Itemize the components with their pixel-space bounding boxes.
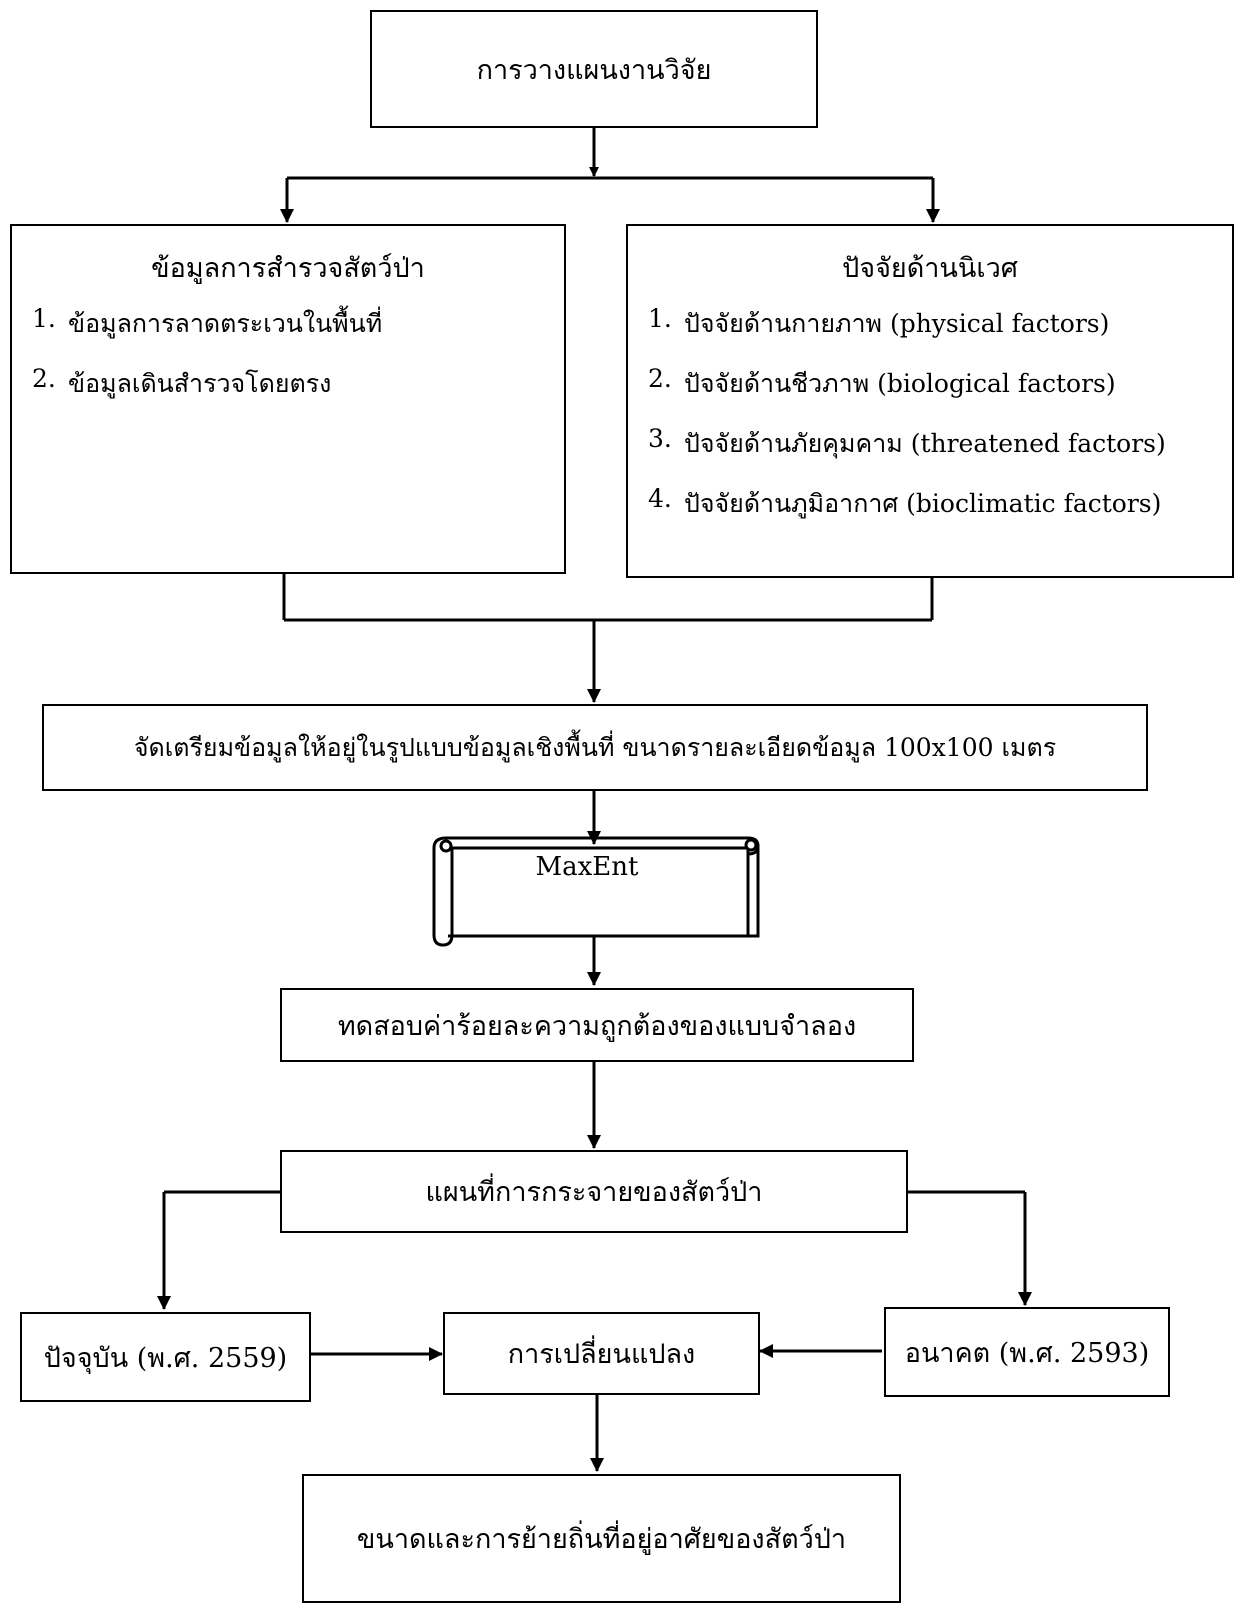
factor-item: 2. ปัจจัยด้านชีวภาพ (biological factors) [648,364,1116,398]
factor-item: 3. ปัจจัยด้านภัยคุมคาม (threatened facto… [648,424,1166,458]
present-label: ปัจจุบัน (พ.ศ. 2559) [43,1342,288,1374]
maxent-label: MaxEnt [535,852,639,882]
distribution-map-box: แผนที่การกระจายของสัตว์ป่า [280,1150,908,1233]
change-label: การเปลี่ยนแปลง [507,1339,696,1370]
factor-item: 1. ปัจจัยด้านกายภาพ (physical factors) [648,304,1110,338]
survey-data-title: ข้อมูลการสำรวจสัตว์ป่า [151,253,425,284]
planning-box: การวางแผนงานวิจัย [370,10,818,128]
accuracy-test-box: ทดสอบค่าร้อยละความถูกต้องของแบบจำลอง [280,988,914,1062]
prepare-spatial-data-box: จัดเตรียมข้อมูลให้อยู่ในรูปแบบข้อมูลเชิง… [42,704,1148,791]
habitat-result-box: ขนาดและการย้ายถิ่นที่อยู่อาศัยของสัตว์ป่… [302,1474,901,1603]
survey-item: 1. ข้อมูลการลาดตระเวนในพื้นที่ [32,304,383,338]
habitat-result-label: ขนาดและการย้ายถิ่นที่อยู่อาศัยของสัตว์ป่… [356,1524,847,1555]
planning-label: การวางแผนงานวิจัย [476,54,712,86]
present-box: ปัจจุบัน (พ.ศ. 2559) [20,1312,311,1402]
ecological-factors-box: ปัจจัยด้านนิเวศ 1. ปัจจัยด้านกายภาพ (phy… [626,224,1234,578]
ecological-factors-list: 1. ปัจจัยด้านกายภาพ (physical factors) 2… [648,304,1166,544]
future-box: อนาคต (พ.ศ. 2593) [884,1307,1170,1397]
survey-data-box: ข้อมูลการสำรวจสัตว์ป่า 1. ข้อมูลการลาดตร… [10,224,566,574]
ecological-factors-title: ปัจจัยด้านนิเวศ [842,253,1018,284]
survey-item: 2. ข้อมูลเดินสำรวจโดยตรง [32,364,332,398]
future-label: อนาคต (พ.ศ. 2593) [904,1337,1150,1369]
survey-data-list: 1. ข้อมูลการลาดตระเวนในพื้นที่ 2. ข้อมูล… [32,304,382,424]
prepare-spatial-data-label: จัดเตรียมข้อมูลให้อยู่ในรูปแบบข้อมูลเชิง… [133,732,1057,762]
maxent-scroll-shape [432,836,760,947]
factor-item: 4. ปัจจัยด้านภูมิอากาศ (bioclimatic fact… [648,484,1162,518]
change-box: การเปลี่ยนแปลง [443,1312,760,1395]
distribution-map-label: แผนที่การกระจายของสัตว์ป่า [425,1177,763,1208]
accuracy-test-label: ทดสอบค่าร้อยละความถูกต้องของแบบจำลอง [337,1010,857,1042]
